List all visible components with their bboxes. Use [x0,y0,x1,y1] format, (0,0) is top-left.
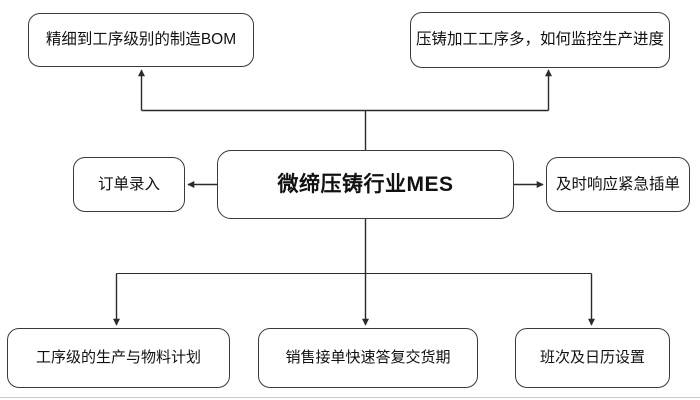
node-bottom-center[interactable]: 销售接单快速答复交货期 [258,328,478,388]
node-middle-left[interactable]: 订单录入 [73,157,185,212]
node-bottom-left-label: 工序级的生产与物料计划 [35,348,201,366]
node-center-hub[interactable]: 微缔压铸行业MES [217,150,514,219]
node-middle-right-label: 及时响应紧急插单 [555,175,680,193]
node-middle-left-label: 订单录入 [97,175,160,193]
node-bottom-right[interactable]: 班次及日历设置 [515,328,670,388]
node-top-right[interactable]: 压铸加工工序多，如何监控生产进度 [410,12,670,68]
node-middle-right[interactable]: 及时响应紧急插单 [546,157,690,212]
bottom-rule [0,397,700,398]
node-center-hub-label: 微缔压铸行业MES [277,172,454,196]
node-bottom-left[interactable]: 工序级的生产与物料计划 [7,328,230,388]
node-bottom-right-label: 班次及日历设置 [539,348,645,366]
node-top-left[interactable]: 精细到工序级别的制造BOM [28,13,254,67]
node-top-left-label: 精细到工序级别的制造BOM [45,31,237,49]
node-bottom-center-label: 销售接单快速答复交货期 [285,348,451,366]
node-top-right-label: 压铸加工工序多，如何监控生产进度 [416,31,665,49]
